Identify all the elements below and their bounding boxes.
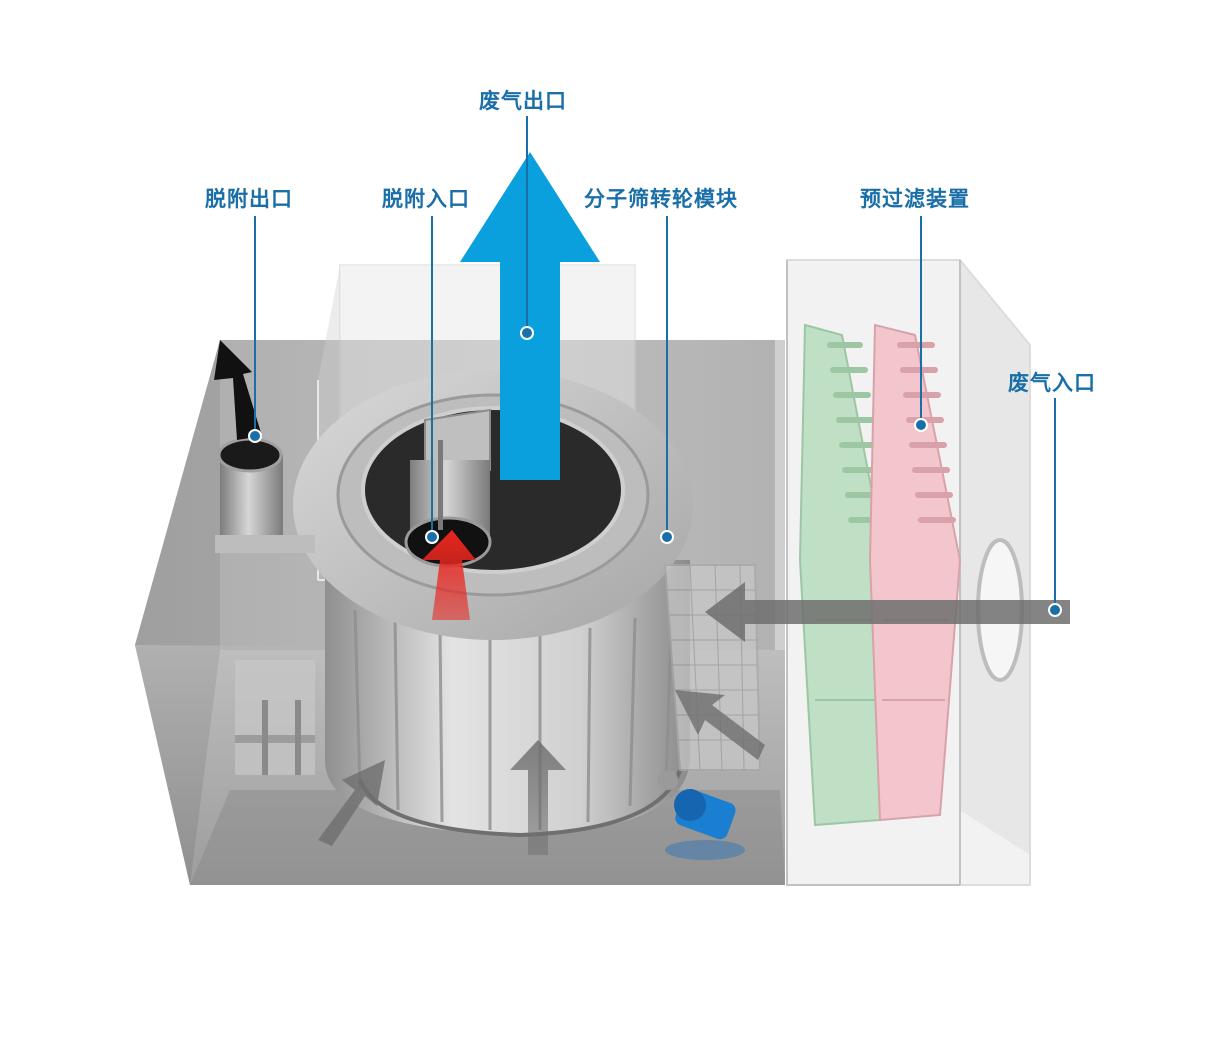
label-exhaust-outlet: 废气出口 bbox=[479, 89, 567, 113]
airflow-arrow-bottom-right bbox=[675, 690, 765, 760]
internal-frame-post bbox=[262, 700, 268, 775]
desorption-outlet-base bbox=[215, 535, 315, 553]
rotor-drum-bottom-rim bbox=[358, 769, 682, 838]
airflow-arrow-inlet bbox=[705, 582, 1070, 642]
leader-dot bbox=[1048, 603, 1062, 617]
airflow-arrow-bottom-center bbox=[510, 740, 566, 855]
internal-frame bbox=[235, 660, 315, 775]
label-pre-filter-device: 预过滤装置 bbox=[860, 187, 970, 211]
leader-dots bbox=[248, 326, 1062, 617]
label-exhaust-inlet: 废气入口 bbox=[1008, 371, 1096, 395]
internal-frame-post bbox=[295, 700, 301, 775]
desorption-outlet-arrow bbox=[214, 340, 262, 440]
desorption-inlet-arrow bbox=[422, 530, 476, 620]
drive-motor bbox=[658, 770, 745, 860]
leader-dot bbox=[520, 326, 534, 340]
desorption-outlet-pipe-mouth bbox=[217, 437, 283, 473]
internal-frame-bar bbox=[235, 735, 315, 743]
exhaust-outlet-arrow bbox=[460, 152, 600, 480]
leader-lines bbox=[254, 116, 1056, 610]
leader-dot bbox=[914, 418, 928, 432]
rotor-inner-opening-rim bbox=[361, 406, 625, 574]
label-desorption-outlet: 脱附出口 bbox=[205, 187, 293, 211]
label-desorption-inlet: 脱附入口 bbox=[382, 187, 470, 211]
leader-dot bbox=[660, 530, 674, 544]
leader-dot bbox=[248, 429, 262, 443]
airflow-arrow-bottom-left bbox=[318, 760, 385, 846]
label-zeolite-rotor-module: 分子筛转轮模块 bbox=[584, 187, 738, 211]
leader-dot bbox=[425, 530, 439, 544]
desorption-rod bbox=[438, 440, 443, 530]
